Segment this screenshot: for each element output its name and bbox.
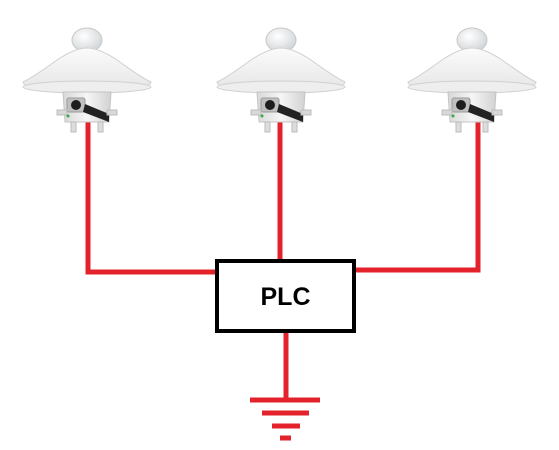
wires xyxy=(85,108,481,400)
sensor-2-icon xyxy=(216,27,346,133)
sensor-3-icon xyxy=(407,27,537,133)
plc-box-border xyxy=(215,259,356,333)
ground-icon xyxy=(250,397,320,441)
plc-box: PLC xyxy=(215,259,356,333)
sensor-1-icon xyxy=(22,27,152,133)
plc-label: PLC xyxy=(261,283,311,311)
wire-sensor-3 xyxy=(354,108,481,273)
wire-sensor-1 xyxy=(85,108,217,275)
